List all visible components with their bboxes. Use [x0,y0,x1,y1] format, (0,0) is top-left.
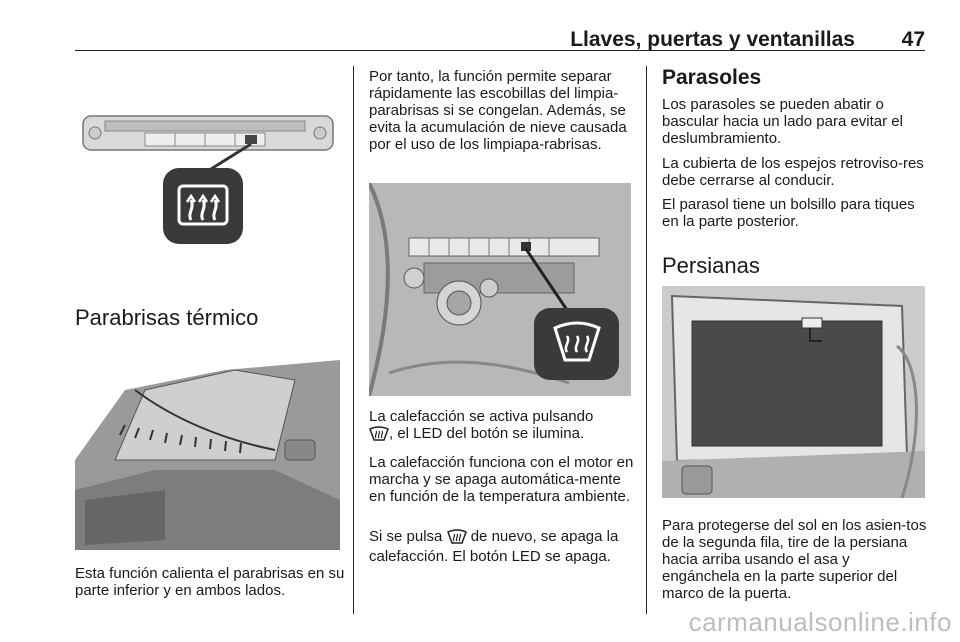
page-header: Llaves, puertas y ventanillas 47 [75,28,925,52]
page-number: 47 [901,28,925,51]
col1-body-text: Esta función calienta el parabrisas en s… [75,565,345,599]
windscreen-heating-icon [446,529,467,548]
heading-parasoles: Parasoles [662,66,762,89]
windscreen-heating-icon [549,318,605,370]
col2-intro-text: Por tanto, la función permite separar rá… [369,68,627,153]
col2-p3-end: de nuevo, se apaga la calefacción. El bo… [369,528,619,565]
header-rule [75,50,925,51]
heading-parabrisas-termico: Parabrisas térmico [75,305,259,330]
sunblind-illustration [662,286,925,498]
col2-p1-start: La calefacción se activa pulsando [369,408,594,425]
col2-operation-text: La calefacción funciona con el motor en … [369,454,634,505]
col3-parasoles-p1: Los parasoles se pueden abatir o bascula… [662,96,903,147]
rear-defrost-icon [173,178,233,234]
column-divider-1 [353,66,354,614]
col2-deactivation-text: Si se pulsa de nuevo, se apaga la calefa… [369,528,639,565]
windscreen-heating-icon [369,426,389,445]
col3-persianas-text: Para protegerse del sol en los asien-tos… [662,517,927,602]
heading-persianas: Persianas [662,253,760,278]
console-illustration [75,108,340,246]
col3-parasoles-p2: La cubierta de los espejos retroviso-res… [662,155,924,189]
column-divider-2 [646,66,647,614]
dashboard-illustration [369,183,631,396]
chapter-title: Llaves, puertas y ventanillas [570,28,855,51]
col2-p1-end: , el LED del botón se ilumina. [389,425,585,442]
col3-parasoles-p3: El parasol tiene un bolsillo para tiques… [662,196,915,230]
watermark: carmanualsonline.info [688,607,952,637]
col2-activation-text: La calefacción se activa pulsando , el L… [369,408,639,445]
col2-p3-start: Si se pulsa [369,528,443,545]
van-windscreen-illustration [75,350,340,550]
